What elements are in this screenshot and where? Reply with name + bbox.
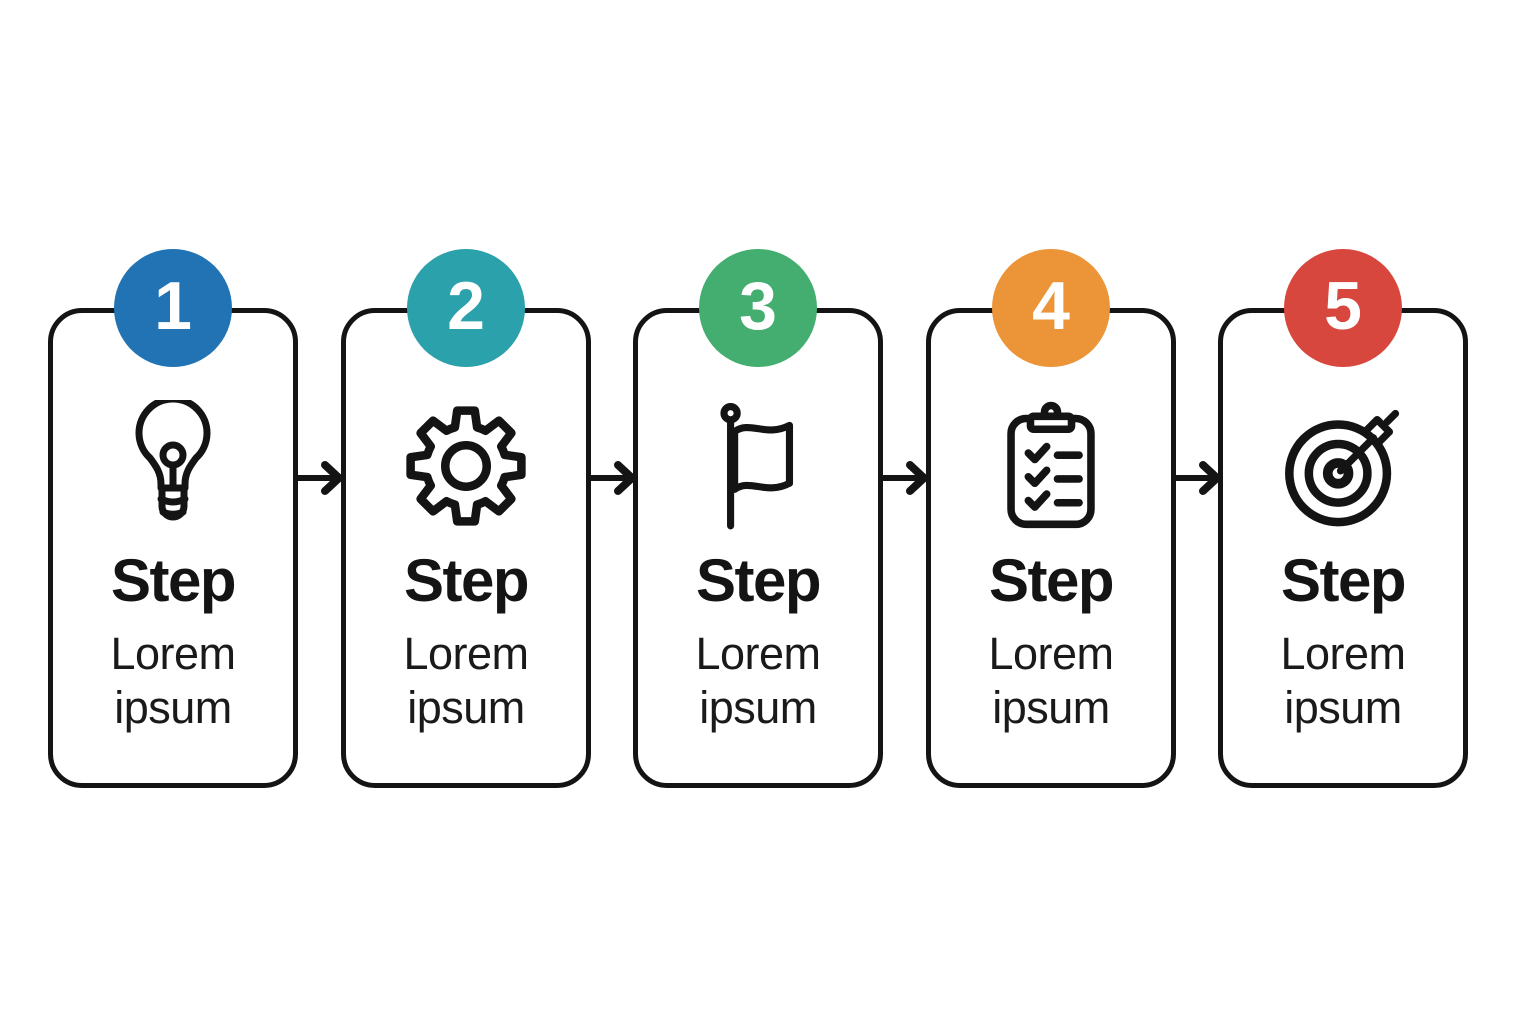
target-icon <box>1223 391 1463 541</box>
step-number-badge: 2 <box>407 249 525 367</box>
arrow-right-icon <box>879 456 930 500</box>
step-title: Step <box>988 547 1115 614</box>
step-number-badge: 5 <box>1284 249 1402 367</box>
gear-icon <box>346 391 586 541</box>
clipboard-checklist-icon <box>931 391 1171 541</box>
step-title: Step <box>1280 547 1407 614</box>
step-title: Step <box>110 547 237 614</box>
step-description: Lorem ipsum <box>988 628 1114 733</box>
step-description: Lorem ipsum <box>110 628 236 733</box>
step-number-badge: 3 <box>699 249 817 367</box>
flag-icon <box>638 391 878 541</box>
step-title: Step <box>403 547 530 614</box>
step-title: Step <box>695 547 822 614</box>
step-number: 4 <box>1032 268 1070 344</box>
arrow-right-icon <box>1172 456 1223 500</box>
step-card-5: 5 Step Lorem ipsum <box>1218 249 1468 788</box>
step-number: 1 <box>154 268 192 344</box>
step-number-badge: 4 <box>992 249 1110 367</box>
step-description: Lorem ipsum <box>695 628 821 733</box>
step-description: Lorem ipsum <box>403 628 529 733</box>
step-card-1: 1 Step Lorem ipsum <box>48 249 298 788</box>
step-description: Lorem ipsum <box>1280 628 1406 733</box>
arrow-right-icon <box>294 456 345 500</box>
step-number-badge: 1 <box>114 249 232 367</box>
step-card-4: 4 Step Lorem ipsum <box>926 249 1176 788</box>
step-number: 5 <box>1324 268 1362 344</box>
step-number: 2 <box>447 268 485 344</box>
step-card-2: 2 Step Lorem ipsum <box>341 249 591 788</box>
arrow-right-icon <box>587 456 638 500</box>
step-number: 3 <box>739 268 777 344</box>
step-card-3: 3 Step Lorem ipsum <box>633 249 883 788</box>
lightbulb-icon <box>53 391 293 541</box>
